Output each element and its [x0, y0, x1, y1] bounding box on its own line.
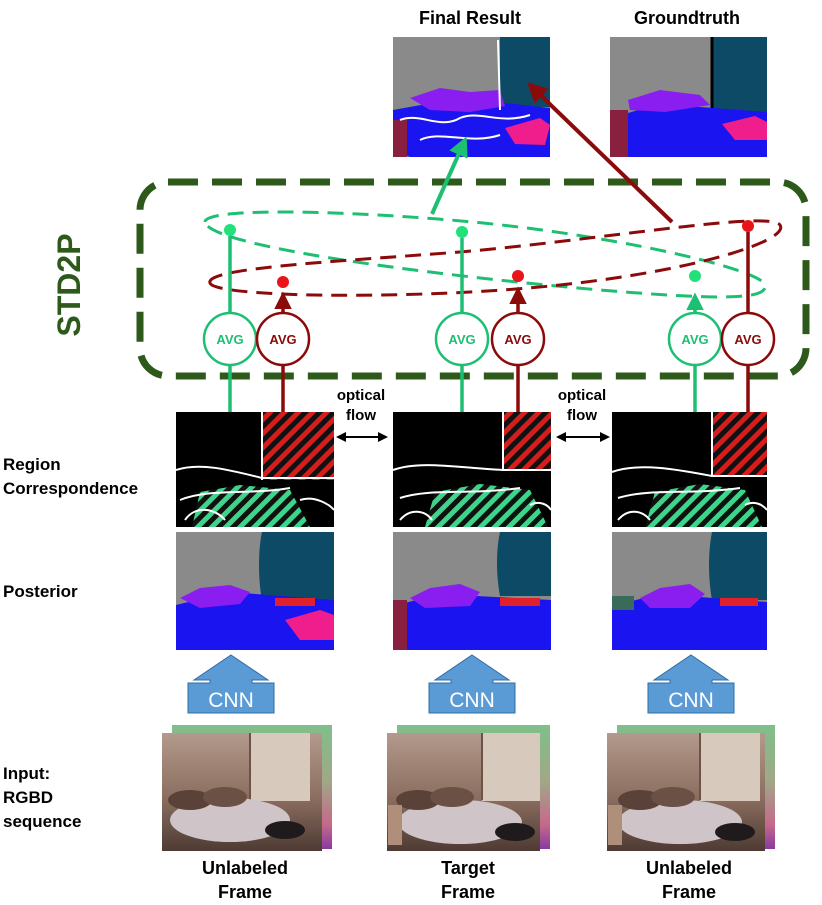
cnn-block-3: CNN: [647, 654, 735, 714]
row-label-rgbd: RGBD: [3, 788, 53, 807]
rgbd-frame-1: [162, 725, 332, 851]
cnn-label: CNN: [668, 689, 714, 712]
red-to-final-arrow: [527, 82, 674, 224]
avg-node-red-1: [255, 311, 311, 367]
red-dot-3: [742, 220, 754, 232]
frame-caption-3-line1: Unlabeled: [646, 858, 732, 878]
green-dot-1: [224, 224, 236, 236]
final-result-image: [393, 37, 550, 157]
avg-label: AVG: [681, 332, 708, 347]
avg-label: AVG: [269, 332, 296, 347]
green-to-final-arrow: [430, 136, 468, 215]
avg-label: AVG: [504, 332, 531, 347]
red-dot-2: [512, 270, 524, 282]
groundtruth-title: Groundtruth: [634, 8, 740, 28]
cnn-label: CNN: [208, 689, 254, 712]
avg-node-green-2: [434, 311, 490, 367]
row-label-input: Input:: [3, 764, 50, 783]
row-label-posterior: Posterior: [3, 582, 78, 601]
optical-flow-label-2b: flow: [567, 407, 597, 424]
frame-caption-3-line2: Frame: [662, 882, 716, 902]
avg-label: AVG: [448, 332, 475, 347]
frame-caption-2-line1: Target: [441, 858, 495, 878]
posterior-image-2: [393, 532, 551, 650]
region-image-1: [175, 412, 335, 527]
green-dot-2: [456, 226, 468, 238]
row-label-sequence: sequence: [3, 812, 81, 831]
posterior-image-3: [612, 532, 767, 650]
avg-node-red-3: [720, 311, 776, 367]
avg-label: AVG: [734, 332, 761, 347]
cnn-block-1: CNN: [187, 654, 275, 714]
final-result-title: Final Result: [419, 8, 521, 28]
avg-label: AVG: [216, 332, 243, 347]
red-dot-1: [277, 276, 289, 288]
groundtruth-image: [610, 37, 767, 157]
optical-flow-label-2a: optical: [558, 387, 606, 404]
green-dot-3: [689, 270, 701, 282]
posterior-image-1: [176, 532, 334, 650]
cnn-block-2: CNN: [428, 654, 516, 714]
optical-flow-label-1a: optical: [337, 387, 385, 404]
std2p-label: STD2P: [51, 233, 87, 336]
frame-caption-1-line2: Frame: [218, 882, 272, 902]
row-label-correspondence: Correspondence: [3, 479, 138, 498]
optical-flow-label-1b: flow: [346, 407, 376, 424]
region-image-3: [611, 412, 768, 527]
red-correspondence-loop: [208, 219, 783, 297]
cnn-label: CNN: [449, 689, 495, 712]
row-label-region: Region: [3, 455, 61, 474]
rgbd-frame-3: [607, 725, 775, 851]
frame-caption-2-line2: Frame: [441, 882, 495, 902]
avg-node-red-2: [490, 311, 546, 367]
rgbd-frame-2: [387, 725, 550, 851]
green-correspondence-loop: [203, 210, 767, 299]
std2p-box: [136, 178, 810, 380]
frame-caption-1-line1: Unlabeled: [202, 858, 288, 878]
region-image-2: [392, 412, 552, 527]
